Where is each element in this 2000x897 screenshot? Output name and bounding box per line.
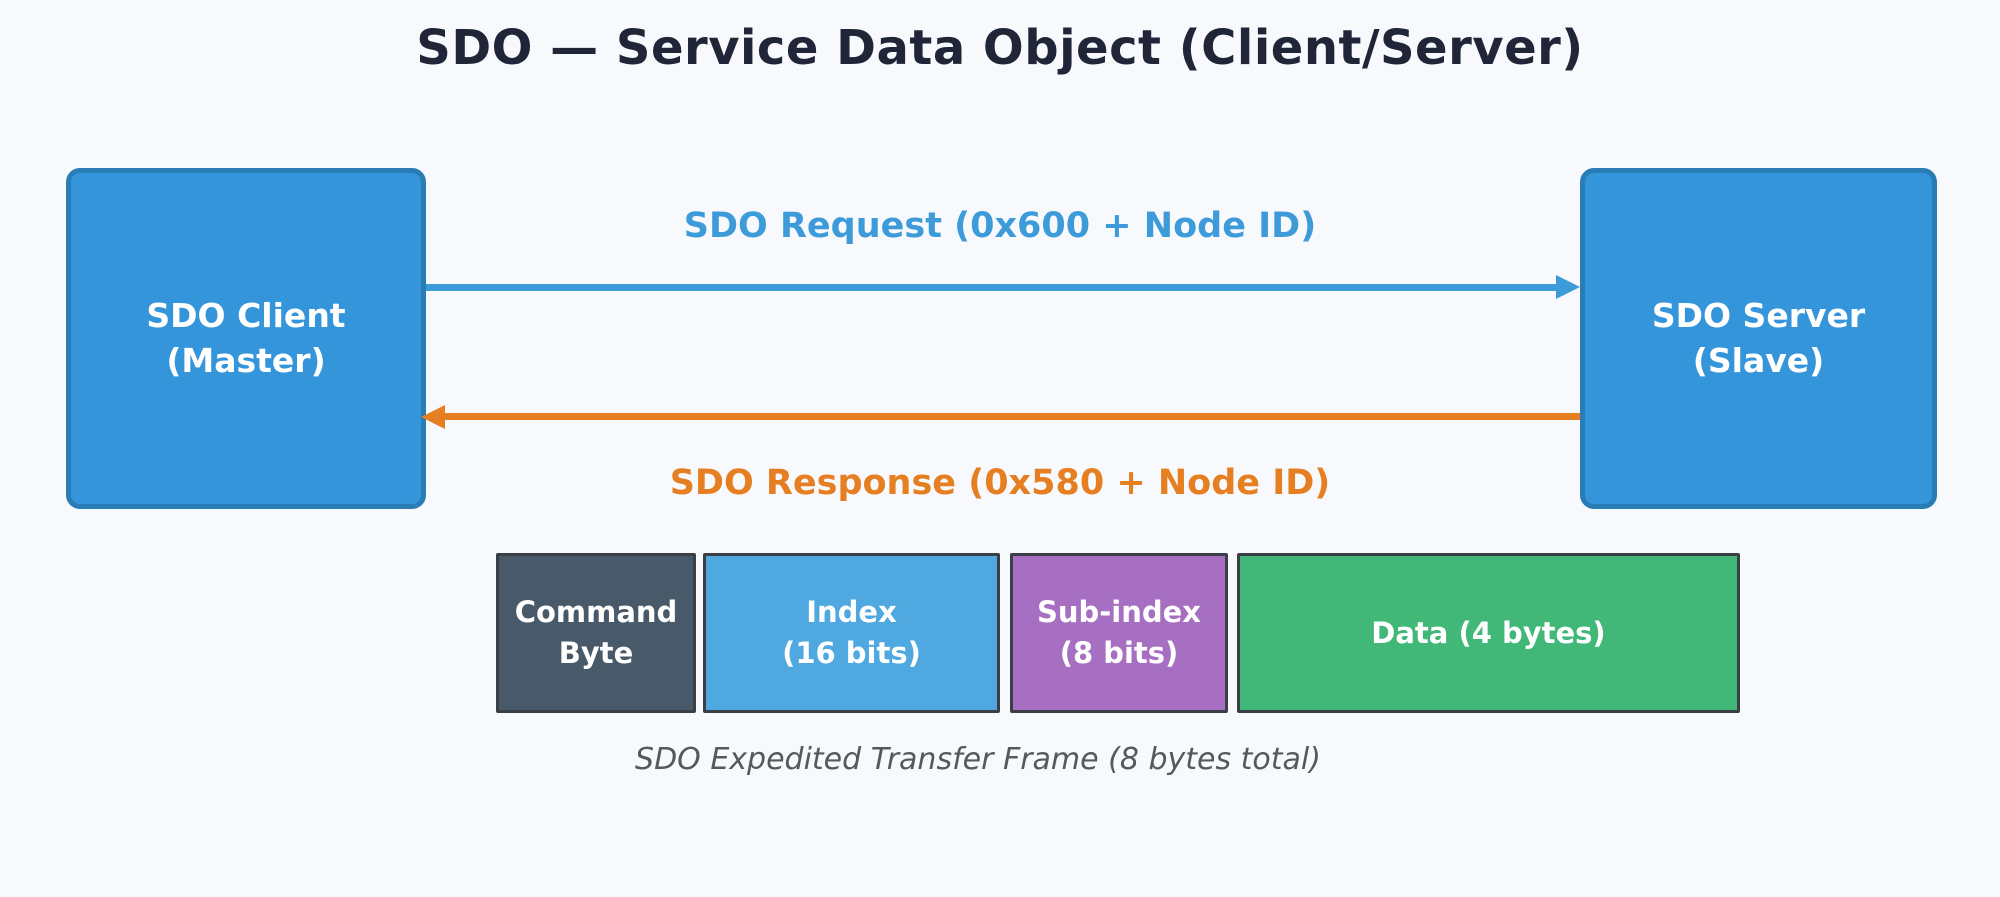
frame-field-sub-index: Sub-index (8 bits) xyxy=(1010,553,1228,713)
sdo-request-arrow-line xyxy=(426,284,1558,291)
diagram-title: SDO — Service Data Object (Client/Server… xyxy=(416,20,1584,76)
sdo-server-label-line1: SDO Server xyxy=(1651,295,1866,335)
frame-field-index: Index (16 bits) xyxy=(703,553,1000,713)
sdo-server-label-line2: (Slave) xyxy=(1692,340,1825,380)
frame-field-label: Sub-index xyxy=(1036,595,1202,630)
sdo-client-node: SDO Client (Master) xyxy=(66,168,426,509)
sdo-client-label-line1: SDO Client xyxy=(146,295,346,335)
frame-field-data: Data (4 bytes) xyxy=(1237,553,1740,713)
arrow-left-icon xyxy=(421,405,445,429)
sdo-response-label: SDO Response (0x580 + Node ID) xyxy=(669,463,1331,503)
arrow-right-icon xyxy=(1556,275,1580,299)
frame-field-label: Index xyxy=(806,595,897,630)
sdo-server-node: SDO Server (Slave) xyxy=(1580,168,1937,509)
frame-caption: SDO Expedited Transfer Frame (8 bytes to… xyxy=(635,742,1321,777)
sdo-client-label-line2: (Master) xyxy=(166,340,326,380)
frame-field-label: Byte xyxy=(558,636,634,670)
frame-field-command-byte: Command Byte xyxy=(496,553,696,713)
frame-field-label: (16 bits) xyxy=(782,636,921,670)
frame-field-label: (8 bits) xyxy=(1059,636,1179,670)
sdo-response-arrow-line xyxy=(443,413,1580,420)
frame-field-label: Data (4 bytes) xyxy=(1371,615,1606,650)
sdo-request-label: SDO Request (0x600 + Node ID) xyxy=(683,206,1317,246)
frame-field-label: Command xyxy=(514,595,678,630)
